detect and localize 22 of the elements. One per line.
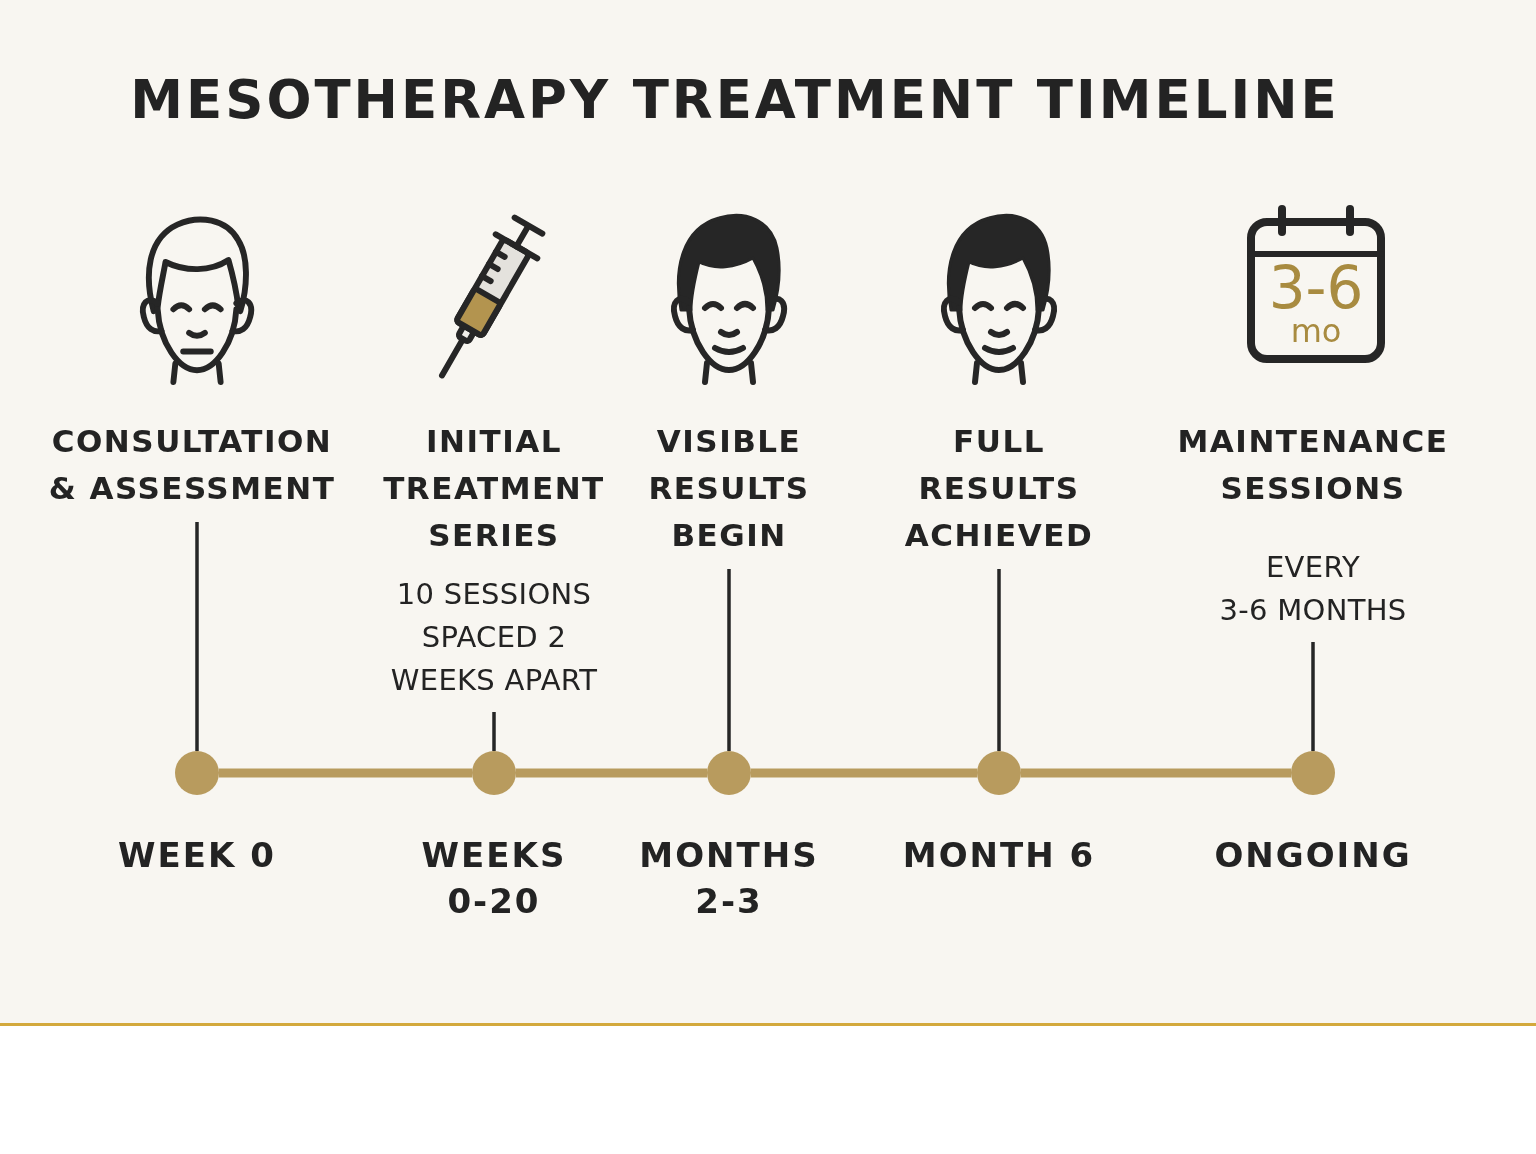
leader-line [997,569,1001,751]
stage-heading: INITIAL TREATMENT SERIES [383,422,605,555]
leader-line [1311,642,1315,751]
stage-heading: FULL RESULTS ACHIEVED [904,422,1094,555]
time-label: MONTHS 2-3 [639,834,819,923]
stage-heading: VISIBLE RESULTS BEGIN [648,422,810,555]
diagram-title: MESOTHERAPY TREATMENT TIMELINE [130,68,1340,132]
time-label: WEEK 0 [118,834,276,877]
time-label: WEEKS 0-20 [421,834,567,923]
stage-heading: CONSULTATION & ASSESSMENT [48,422,336,508]
timeline-segment [219,768,472,778]
timeline-segment [516,768,707,778]
leader-line [492,712,496,751]
time-label: MONTH 6 [902,834,1096,877]
leader-line [727,569,731,751]
timeline-segment [751,768,977,778]
stage-detail: EVERY 3-6 MONTHS [1218,549,1408,629]
time-label: ONGOING [1214,834,1412,877]
timeline-segment [1021,768,1291,778]
leader-line [195,522,199,751]
stage-detail: 10 SESSIONS SPACED 2 WEEKS APART [389,576,599,699]
stage-heading: MAINTENANCE SESSIONS [1177,422,1449,508]
